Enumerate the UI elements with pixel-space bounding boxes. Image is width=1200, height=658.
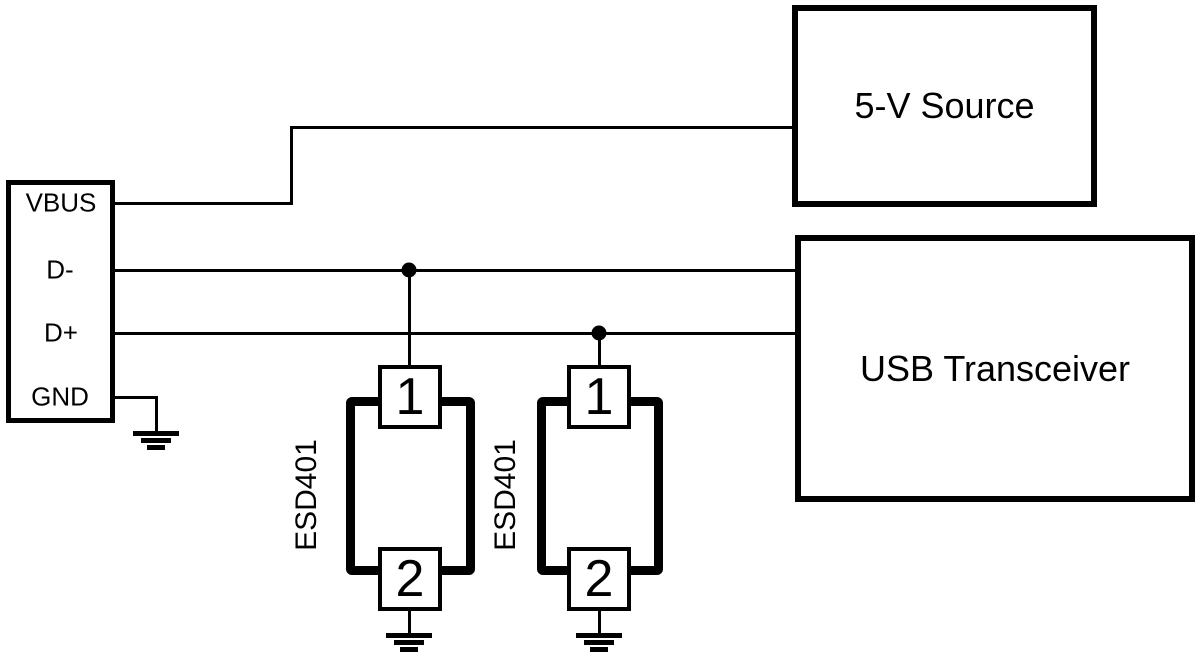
wire-vbus-segment-2 <box>290 125 293 205</box>
wire-esd2-top <box>597 332 601 369</box>
wire-esd2-bottom <box>597 609 601 635</box>
ground-bar-3 <box>400 647 418 652</box>
pin-label-vbus: VBUS <box>25 187 97 218</box>
esd2-pin2-box: 2 <box>567 547 631 611</box>
wire-dminus <box>115 268 796 272</box>
ground-bar-2 <box>394 640 424 645</box>
ground-bar-1 <box>386 633 432 638</box>
wire-esd1-top <box>407 269 411 367</box>
esd2-pin1-box: 1 <box>567 365 631 429</box>
ground-bar-2 <box>584 640 614 645</box>
esd1-pin1-number: 1 <box>395 368 425 426</box>
usb-connector-block <box>6 180 115 423</box>
earth-ground-icon <box>576 633 622 652</box>
esd1-pin2-number: 2 <box>395 550 425 608</box>
esd1-pin2-box: 2 <box>378 547 442 611</box>
wire-vbus-segment-1 <box>115 201 293 205</box>
five-v-source-label: 5-V Source <box>854 85 1035 126</box>
ground-bar-3 <box>147 445 165 450</box>
pin-label-dplus: D+ <box>44 317 78 348</box>
esd2-label: ESD401 <box>489 439 522 551</box>
usb-transceiver-block: USB Transceiver <box>795 235 1195 502</box>
wire-gnd-h <box>115 395 158 399</box>
junction-dot <box>401 262 417 278</box>
junction-dot <box>591 325 607 341</box>
wire-gnd-v <box>154 395 158 433</box>
pin-label-dminus: D- <box>46 254 74 285</box>
esd1-label: ESD401 <box>290 439 323 551</box>
ground-bar-2 <box>141 438 171 443</box>
esd2-pin2-number: 2 <box>584 550 614 608</box>
five-v-source-block: 5-V Source <box>792 5 1097 207</box>
earth-ground-icon <box>133 431 179 450</box>
esd1-pin1-box: 1 <box>378 365 442 429</box>
ground-bar-3 <box>590 647 608 652</box>
earth-ground-icon <box>386 633 432 652</box>
wire-dplus <box>115 331 796 335</box>
wire-esd1-bottom <box>407 609 411 635</box>
pin-label-gnd: GND <box>31 381 89 412</box>
ground-bar-1 <box>576 633 622 638</box>
ground-bar-1 <box>133 431 179 436</box>
wire-vbus-segment-3 <box>290 125 792 129</box>
esd2-pin1-number: 1 <box>584 368 614 426</box>
usb-transceiver-label: USB Transceiver <box>859 347 1131 389</box>
